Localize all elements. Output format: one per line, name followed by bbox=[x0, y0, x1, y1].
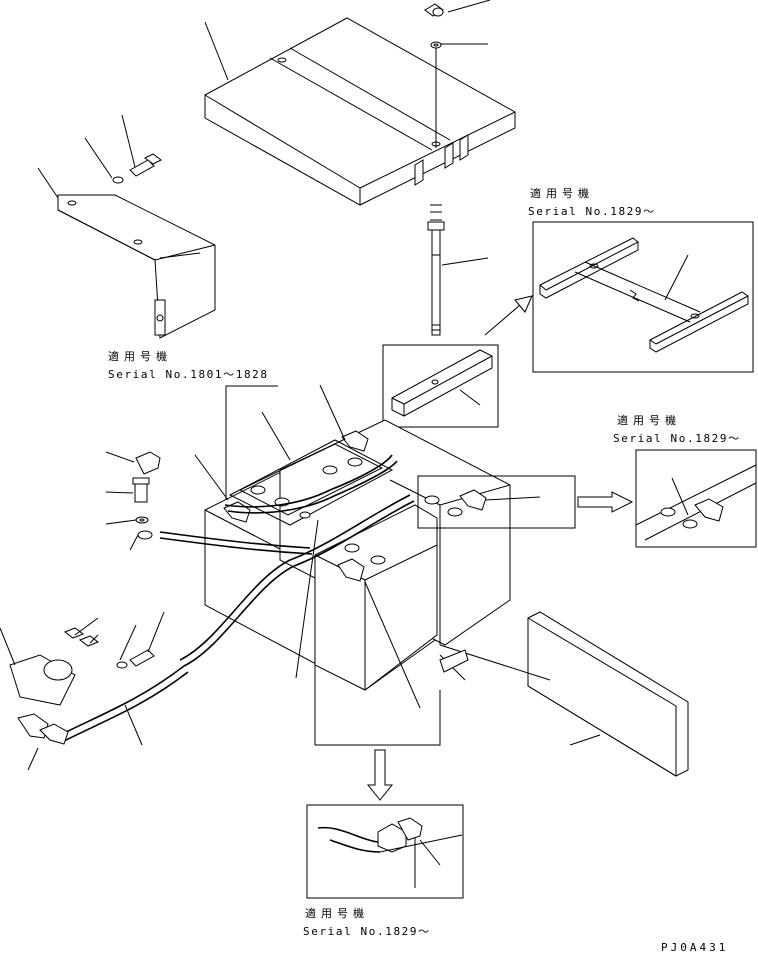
serial-label-mid-right: Serial No.1829～ bbox=[613, 432, 741, 445]
serial-label-bottom: Serial No.1829～ bbox=[303, 925, 431, 938]
applicability-label-left: 適用号機 bbox=[108, 350, 172, 363]
wing-nut bbox=[424, 0, 491, 148]
front-battery-highlight bbox=[314, 555, 441, 746]
hold-down-rod bbox=[427, 204, 489, 336]
arrow-down bbox=[366, 749, 394, 801]
left-bracket bbox=[37, 114, 216, 339]
detail-box-mid-right bbox=[635, 449, 757, 548]
battery-cover bbox=[204, 17, 516, 206]
battery-front bbox=[314, 504, 438, 691]
applicability-label-mid-right: 適用号機 bbox=[617, 414, 681, 427]
leader-line bbox=[319, 384, 346, 441]
terminal-detail-right bbox=[424, 489, 541, 517]
serial-label-top-right: Serial No.1829～ bbox=[528, 205, 656, 218]
angle-bracket bbox=[382, 295, 533, 428]
battery-switch bbox=[0, 611, 165, 771]
leader-line bbox=[364, 581, 421, 709]
battery-cables bbox=[59, 454, 415, 746]
rubber-mat bbox=[439, 611, 689, 777]
frame-outline-left bbox=[225, 385, 278, 500]
applicability-label-bottom: 適用号機 bbox=[305, 907, 369, 920]
terminal-highlight-box bbox=[417, 475, 576, 529]
terminal-parts bbox=[105, 451, 161, 551]
serial-label-left: Serial No.1801～1828 bbox=[108, 368, 269, 381]
detail-box-top-right bbox=[532, 221, 754, 373]
arrow-right bbox=[577, 491, 634, 513]
leader-line bbox=[194, 454, 229, 501]
battery-hold-frame bbox=[223, 430, 394, 526]
spacer-block bbox=[439, 649, 469, 673]
drawing-code: PJ0A431 bbox=[661, 941, 729, 954]
detail-box-bottom bbox=[306, 804, 464, 899]
applicability-label-top-right: 適用号機 bbox=[530, 187, 594, 200]
leader-line bbox=[261, 411, 291, 461]
